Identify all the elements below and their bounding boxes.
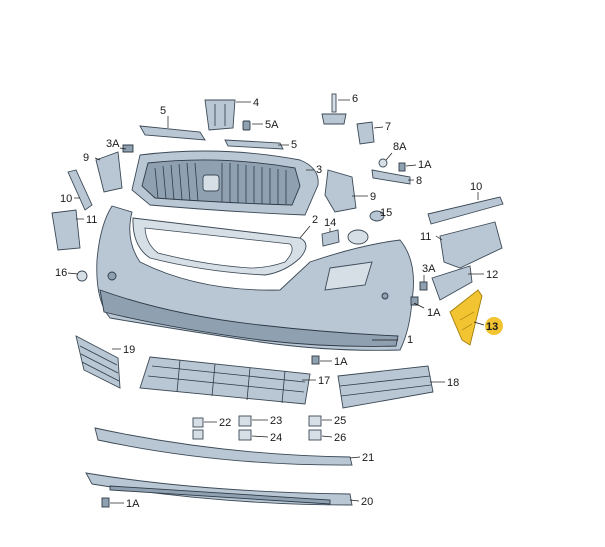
- bracket-12-part[interactable]: [431, 265, 473, 301]
- grille-frame-part[interactable]: [132, 217, 307, 276]
- callout-label-26[interactable]: 26: [334, 432, 346, 444]
- center-grille-17-part[interactable]: [139, 356, 311, 405]
- callout-label-7[interactable]: 7: [385, 121, 391, 133]
- clip-22-part[interactable]: [192, 417, 204, 440]
- callout-label-24[interactable]: 24: [270, 432, 282, 444]
- callout-label-9[interactable]: 9: [370, 191, 376, 203]
- callout-label-5a[interactable]: 5A: [265, 119, 279, 131]
- callout-label-23[interactable]: 23: [270, 415, 282, 427]
- callout-label-11[interactable]: 11: [86, 214, 97, 226]
- callout-label-20[interactable]: 20: [361, 496, 373, 508]
- highlight-marker: [485, 317, 503, 335]
- bracket-7-part[interactable]: [356, 121, 375, 145]
- callout-label-10[interactable]: 10: [470, 181, 482, 193]
- bracket-9-left-part[interactable]: [95, 151, 123, 193]
- callout-label-8[interactable]: 8: [416, 175, 422, 187]
- leader-line: [413, 302, 425, 309]
- callout-label-5[interactable]: 5: [160, 105, 166, 117]
- strip-5-right-part[interactable]: [224, 139, 284, 150]
- clip-1a-middle-part[interactable]: [311, 355, 320, 365]
- callout-label-1[interactable]: 1: [407, 334, 413, 346]
- callout-label-9[interactable]: 9: [83, 152, 89, 164]
- leader-line: [435, 235, 443, 241]
- leader-line: [405, 164, 417, 167]
- guide-10-right-part[interactable]: [427, 196, 504, 225]
- leader-line: [299, 225, 311, 239]
- clip-1a-right-part[interactable]: [410, 296, 419, 306]
- cover-13-part[interactable]: [449, 289, 483, 346]
- callout-label-4[interactable]: 4: [253, 97, 259, 109]
- leader-lines: [67, 99, 485, 504]
- callout-label-13[interactable]: 13: [486, 321, 498, 333]
- side-grille-19-part[interactable]: [75, 335, 121, 389]
- callout-label-11[interactable]: 11: [420, 231, 431, 243]
- callout-label-3[interactable]: 3: [316, 164, 322, 176]
- spoiler-21-part[interactable]: [94, 427, 353, 466]
- clip-24-part[interactable]: [238, 429, 252, 441]
- strip-5-left-part[interactable]: [139, 125, 206, 141]
- leader-line: [373, 126, 384, 129]
- leader-line: [349, 499, 360, 502]
- leader-line: [321, 435, 333, 438]
- callout-label-1a[interactable]: 1A: [126, 498, 140, 510]
- clip-26-part[interactable]: [308, 429, 322, 441]
- leader-line: [473, 321, 485, 326]
- guide-8-part[interactable]: [371, 169, 411, 185]
- callout-label-15[interactable]: 15: [380, 207, 392, 219]
- bracket-9-right-part[interactable]: [324, 169, 357, 213]
- callout-label-3a[interactable]: 3A: [422, 263, 436, 275]
- callout-label-17[interactable]: 17: [318, 375, 330, 387]
- sensor-15-part[interactable]: [347, 210, 385, 245]
- callout-label-21[interactable]: 21: [362, 452, 374, 464]
- callout-label-1a[interactable]: 1A: [427, 307, 441, 319]
- upper-grille-part[interactable]: [131, 150, 319, 216]
- callout-label-3a[interactable]: 3A: [106, 138, 120, 150]
- clip-23-part[interactable]: [238, 415, 252, 427]
- leader-line: [67, 272, 79, 275]
- bracket-8a-part[interactable]: [378, 158, 388, 168]
- sensor-14-part[interactable]: [321, 229, 340, 247]
- leader-line: [251, 435, 269, 438]
- callout-label-25[interactable]: 25: [334, 415, 346, 427]
- guide-10-left-part[interactable]: [67, 169, 93, 211]
- callout-label-16[interactable]: 16: [55, 267, 67, 279]
- clip-5a-part[interactable]: [242, 120, 251, 131]
- deflector-4-part[interactable]: [204, 99, 236, 131]
- leader-line: [385, 152, 393, 161]
- bracket-11-left-part[interactable]: [51, 209, 81, 251]
- clip-25-part[interactable]: [308, 415, 322, 427]
- callout-label-1a[interactable]: 1A: [418, 159, 432, 171]
- callout-label-6[interactable]: 6: [352, 93, 358, 105]
- callout-label-14[interactable]: 14: [324, 217, 336, 229]
- clip-1a-bottom-part[interactable]: [101, 497, 110, 508]
- clip-1a-top-part[interactable]: [398, 162, 406, 172]
- callout-label-19[interactable]: 19: [123, 344, 135, 356]
- callout-label-12[interactable]: 12: [486, 269, 498, 281]
- callout-label-8a[interactable]: 8A: [393, 141, 407, 153]
- clip-3a-left-part[interactable]: [122, 144, 134, 153]
- plug-16-part[interactable]: [76, 270, 88, 282]
- callout-label-1a[interactable]: 1A: [334, 356, 348, 368]
- callout-label-22[interactable]: 22: [219, 417, 231, 429]
- leader-line: [349, 456, 361, 459]
- callout-label-18[interactable]: 18: [447, 377, 459, 389]
- underride-20-part[interactable]: [85, 472, 353, 506]
- bracket-6-part[interactable]: [321, 93, 347, 125]
- bumper-cover-part[interactable]: [96, 205, 414, 351]
- clip-3a-right-part[interactable]: [419, 281, 428, 291]
- callout-label-10[interactable]: 10: [60, 193, 72, 205]
- bracket-11-right-part[interactable]: [439, 221, 503, 269]
- callout-label-5[interactable]: 5: [291, 139, 297, 151]
- callout-label-2[interactable]: 2: [312, 214, 318, 226]
- side-grille-18-part[interactable]: [337, 365, 434, 409]
- leader-line: [94, 157, 101, 161]
- leader-line: [119, 147, 127, 150]
